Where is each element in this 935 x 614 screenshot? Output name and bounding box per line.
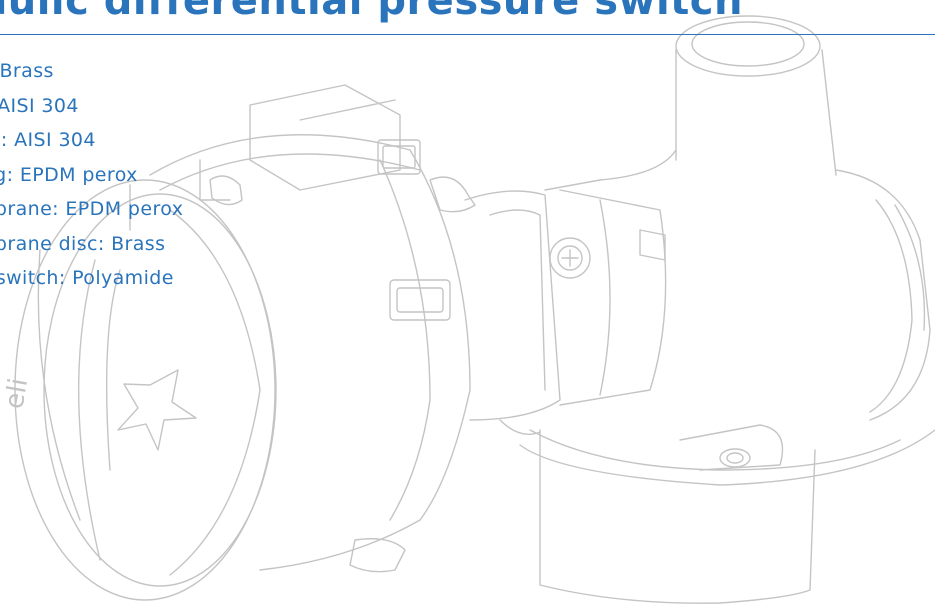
spec-item-oring: ing: EPDM perox — [0, 163, 138, 186]
valve-body-drawing — [499, 15, 935, 604]
spec-item-membrane: mbrane: EPDM perox — [0, 198, 184, 220]
materials-list: y: Brass r: AISI 304 ng: AISI 304 ing: E… — [0, 54, 183, 296]
housing-drawing — [129, 84, 471, 573]
svg-text:eli: eli — [0, 376, 34, 411]
spec-item-body: y: Brass — [0, 60, 54, 82]
spec-item-membrane-disc: mbrane disc: Brass — [0, 232, 166, 255]
title-divider — [0, 34, 935, 35]
front-cap-drawing: eli — [0, 179, 277, 601]
spec-item-housing: ng: AISI 304 — [0, 129, 96, 151]
coupling-drawing — [429, 176, 667, 421]
spec-item-microswitch: roswitch: Polyamide — [0, 267, 174, 289]
page-title: raulic differential pressure switch — [0, 0, 743, 24]
spec-item-spring: r: AISI 304 — [0, 94, 79, 117]
